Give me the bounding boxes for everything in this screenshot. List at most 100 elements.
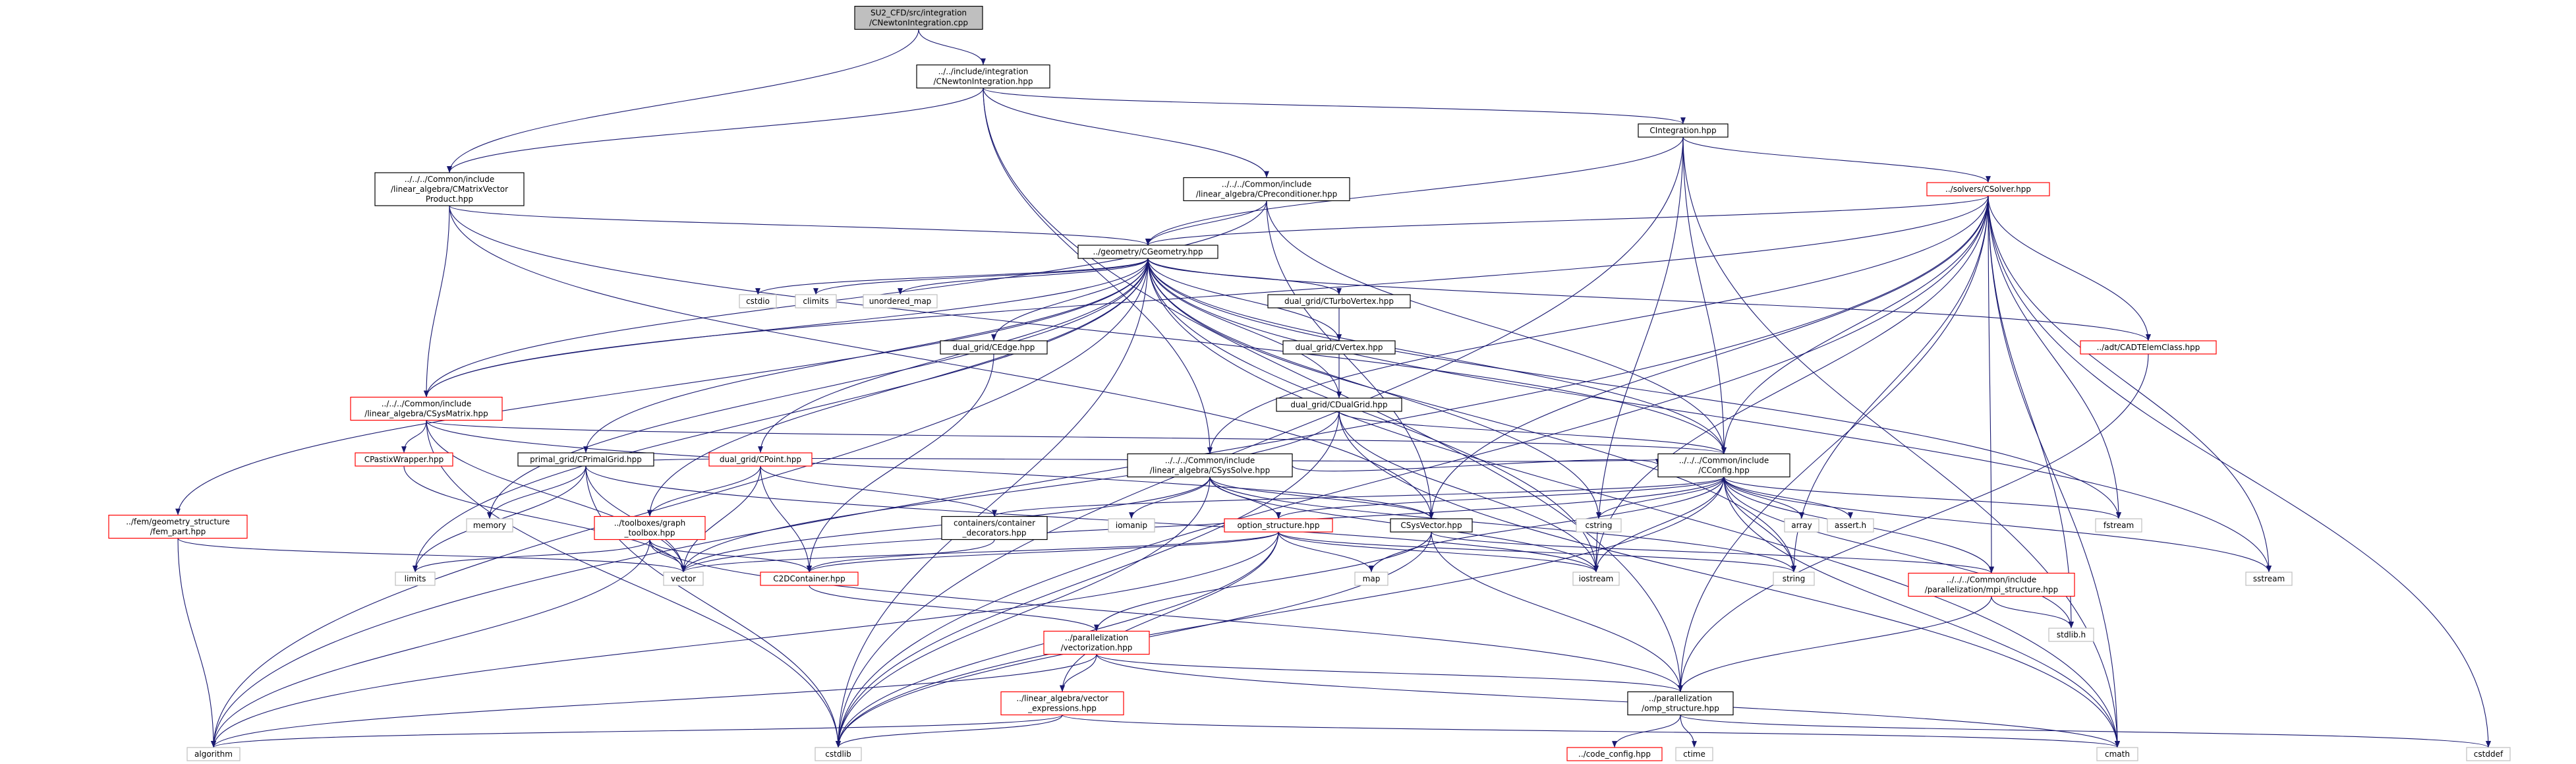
edge-csolver-to-cconfig [1721,195,1989,454]
edge-cgeometry-to-limits [413,258,1149,573]
node-csolver[interactable]: ../solvers/CSolver.hpp [1926,182,2050,196]
node-array[interactable]: array [1784,518,1819,533]
node-csysvector[interactable]: CSysVector.hpp [1390,518,1473,533]
node-box [1043,630,1150,655]
node-cstdio[interactable]: cstdio [739,294,777,309]
node-label-line: /parallelization/mpi_structure.hpp [1925,585,2058,595]
edge-vectorization-to-algorithm [211,654,1097,748]
node-cstddef[interactable]: cstddef [2466,747,2511,761]
node-vector[interactable]: vector [663,572,704,586]
node-string[interactable]: string [1773,572,1815,586]
node-csysmatrix[interactable]: ../../../Common/include/linear_algebra/C… [350,396,503,421]
node-root[interactable]: SU2_CFD/src/integration/CNewtonIntegrati… [854,5,983,30]
node-cadtelem[interactable]: ../adt/CADTElemClass.hpp [2080,340,2217,355]
node-box [795,294,837,309]
node-cstdlib[interactable]: cstdlib [815,747,862,761]
node-label-line: CSysVector.hpp [1400,521,1462,530]
node-box [1675,747,1713,761]
node-sstream[interactable]: sstream [2245,572,2293,586]
edge-cintegration-to-cgeometry [1145,136,1684,246]
edge-mpi_structure-to-stdlibh [1991,596,2074,629]
node-map[interactable]: map [1354,572,1388,586]
edge-root-to-newton_hpp [918,29,986,65]
node-box [1183,177,1350,202]
node-containers[interactable]: containers/container_decorators.hpp [941,515,1048,541]
edge-vector_expressions-to-cmath [1062,715,2120,748]
edge-csysmatrix-to-vector [426,420,686,573]
node-ctime[interactable]: ctime [1675,747,1713,761]
node-label-line: dual_grid/CVertex.hpp [1295,343,1383,352]
node-cedge[interactable]: dual_grid/CEdge.hpp [940,340,1048,355]
node-cgeometry[interactable]: ../geometry/CGeometry.hpp [1077,245,1218,259]
node-cdualgrid[interactable]: dual_grid/CDualGrid.hpp [1276,397,1402,412]
node-graph_toolbox[interactable]: ../toolboxes/graph_toolbox.hpp [594,515,706,541]
edge-option_structure-to-iostream [1278,531,1599,573]
edge-cgeometry-to-csysmatrix [424,258,1149,397]
node-csyssolve[interactable]: ../../../Common/include/linear_algebra/C… [1127,453,1293,478]
node-iomanip[interactable]: iomanip [1108,518,1155,533]
edge-newton_hpp-to-cmatrixvector [447,88,984,173]
node-label-line: primal_grid/CPrimalGrid.hpp [530,455,642,464]
edge-cpreconditioner-to-csysvector [1266,200,1434,519]
node-unordered_map[interactable]: unordered_map [863,294,938,309]
node-box [1390,518,1473,533]
node-cstring[interactable]: cstring [1576,518,1622,533]
node-label-line: stdlib.h [2057,630,2086,639]
node-box [739,294,777,309]
node-cintegration[interactable]: CIntegration.hpp [1638,123,1729,138]
edge-cgeometry-to-unordered_map [898,258,1149,295]
node-algorithm[interactable]: algorithm [186,747,241,761]
node-label-line: Product.hpp [426,194,473,204]
node-newton_hpp[interactable]: ../../include/integration/CNewtonIntegra… [916,64,1050,89]
edge-cconfig-to-cmath [1723,477,2120,748]
node-fem[interactable]: ../fem/geometry_structure/fem_part.hpp [108,514,248,539]
node-code_config[interactable]: ../code_config.hpp [1566,747,1663,761]
edge-csolver-to-stdlibh [1988,195,2074,629]
node-vector_expressions[interactable]: ../linear_algebra/vector_expressions.hpp [1000,691,1124,716]
node-asserth[interactable]: assert.h [1827,518,1874,533]
node-label-line: iostream [1579,574,1614,583]
node-cmatrixvector[interactable]: ../../../Common/include/linear_algebra/C… [374,172,525,206]
edge-csolver-to-omp_structure [1678,195,1989,692]
edge-csolver-to-sstream [1988,195,2272,573]
edge-cgeometry-to-algorithm [211,258,1149,748]
node-cpastix[interactable]: CPastixWrapper.hpp [355,452,453,467]
node-box [1773,572,1815,586]
node-mpi_structure[interactable]: ../../../Common/include/parallelization/… [1908,572,2075,597]
node-stdlibh[interactable]: stdlib.h [2048,628,2094,642]
edge-vectorization-to-omp_structure [1096,654,1683,692]
node-label-line: string [1783,574,1805,583]
node-memory[interactable]: memory [466,518,513,533]
node-box [517,452,654,467]
node-cconfig[interactable]: ../../../Common/include/CConfig.hpp [1657,453,1790,478]
node-box [1354,572,1388,586]
node-cprimalgrid[interactable]: primal_grid/CPrimalGrid.hpp [517,452,654,467]
node-box [815,747,862,761]
edge-csolver-to-fstream [1988,195,2121,519]
edge-csolver-to-cadtelem [1988,195,2151,341]
edge-cgeometry-to-cpoint [758,258,1149,454]
edge-cconfig-to-vector [681,477,1725,573]
node-box [2095,518,2142,533]
node-cturbovertex[interactable]: dual_grid/CTurboVertex.hpp [1267,294,1411,309]
node-c2dcontainer[interactable]: C2DContainer.hpp [760,572,859,586]
node-cmath[interactable]: cmath [2096,747,2138,761]
edge-csolver-to-csysvector [1429,195,1989,519]
node-limits[interactable]: limits [395,572,436,586]
node-box [1576,518,1622,533]
node-label-line: fstream [2104,521,2134,530]
node-omp_structure[interactable]: ../parallelization/omp_structure.hpp [1627,691,1734,716]
node-cpoint[interactable]: dual_grid/CPoint.hpp [708,452,813,467]
node-option_structure[interactable]: option_structure.hpp [1224,518,1333,533]
node-label-line: ../../../Common/include [382,399,472,409]
edge-csolver-to-algorithm [211,195,1989,748]
node-label-line: ../parallelization [1065,633,1128,643]
node-vectorization[interactable]: ../parallelization/vectorization.hpp [1043,630,1150,655]
node-fstream[interactable]: fstream [2095,518,2142,533]
node-iostream[interactable]: iostream [1572,572,1620,586]
node-cpreconditioner[interactable]: ../../../Common/include/linear_algebra/C… [1183,177,1350,202]
node-climits[interactable]: climits [795,294,837,309]
node-label-line: SU2_CFD/src/integration [871,9,967,18]
node-cvertex[interactable]: dual_grid/CVertex.hpp [1282,340,1396,355]
edge-cdualgrid-to-iostream [1338,411,1599,573]
